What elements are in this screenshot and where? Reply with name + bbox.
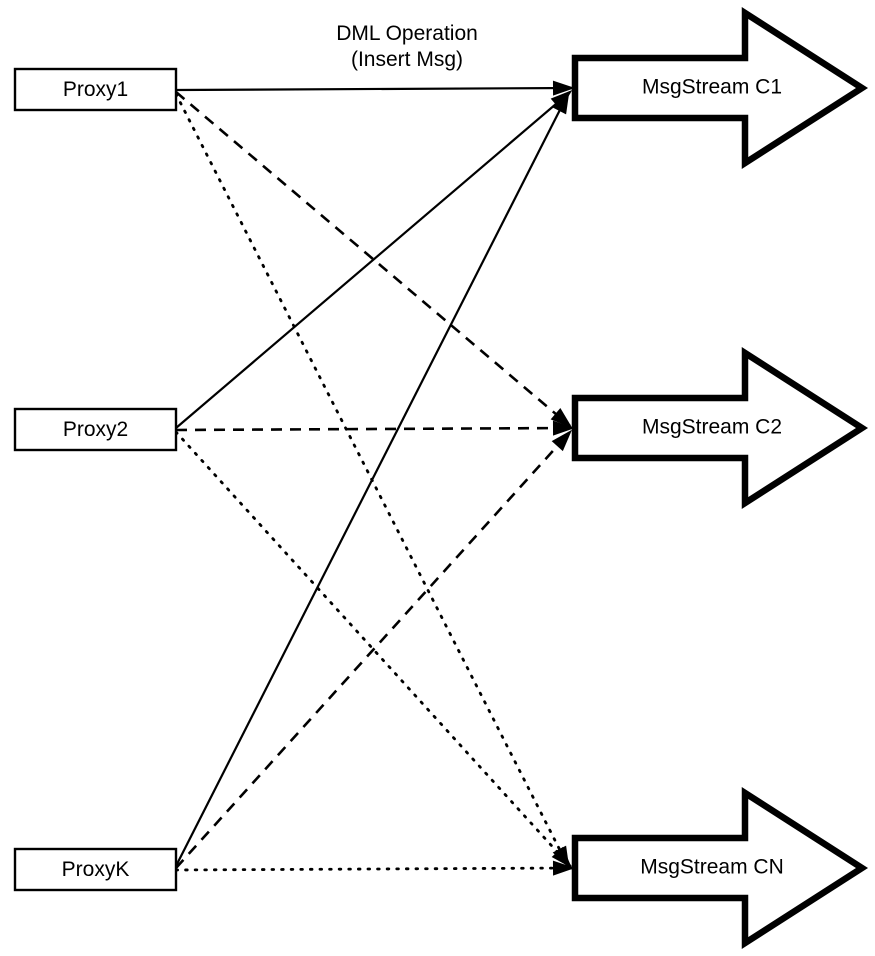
edge-proxyk-to-msgstream-c1 (175, 93, 569, 867)
proxyk-label: ProxyK (62, 858, 130, 881)
arrowhead-proxy1-to-msgstream-c2 (550, 407, 573, 428)
proxy2-box (13, 407, 178, 452)
proxy2-node[interactable]: Proxy2 (13, 407, 178, 452)
edge-proxyk-to-msgstream-c2 (175, 431, 571, 869)
msgstream-c1[interactable]: MsgStream C1 (571, 7, 869, 169)
edges-layer (174, 86, 574, 872)
msgstream-c2-shape (571, 347, 869, 509)
streams-layer: MsgStream C1 MsgStream C2 MsgStream CN (571, 7, 869, 949)
msgstream-c2-label: MsgStream C2 (642, 416, 782, 439)
edge-proxy2-to-msgstream-cn (174, 430, 572, 868)
edge-proxy1-to-msgstream-c1 (175, 86, 573, 92)
proxy1-box (13, 67, 178, 112)
msgstream-c1-shape (571, 7, 869, 169)
arrowhead-proxy2-to-msgstream-c2 (552, 420, 575, 436)
arrowhead-proxy1-to-msgstream-c1 (552, 80, 575, 96)
msgstream-cn-label: MsgStream CN (640, 856, 784, 879)
arrowhead-proxyk-to-msgstream-c1 (552, 91, 570, 115)
edge-label-line2: (Insert Msg) (351, 48, 463, 71)
proxyk-box (13, 847, 178, 892)
msgstream-cn-shape (571, 787, 869, 949)
msgstream-c1-label: MsgStream C1 (642, 76, 782, 99)
edge-label-group: DML Operation (Insert Msg) (336, 22, 478, 71)
proxyk-node[interactable]: ProxyK (13, 847, 178, 892)
edge-label-line1: DML Operation (336, 22, 478, 45)
proxy1-node[interactable]: Proxy1 (13, 67, 178, 112)
proxy2-label: Proxy2 (63, 418, 128, 441)
msgstream-cn[interactable]: MsgStream CN (571, 787, 869, 949)
msgstream-c2[interactable]: MsgStream C2 (571, 347, 869, 509)
proxy1-label: Proxy1 (63, 78, 128, 101)
arrowhead-proxy2-to-msgstream-cn (551, 846, 573, 869)
edge-proxyk-to-msgstream-cn (174, 866, 574, 872)
edge-proxy2-to-msgstream-c1 (175, 91, 571, 429)
edge-proxy1-to-msgstream-c2 (175, 91, 571, 427)
arrowheads-layer (550, 80, 575, 876)
arrowhead-proxyk-to-msgstream-c2 (551, 429, 573, 452)
edge-proxy2-to-msgstream-c2 (175, 426, 573, 432)
arrowhead-proxyk-to-msgstream-cn (552, 860, 575, 876)
